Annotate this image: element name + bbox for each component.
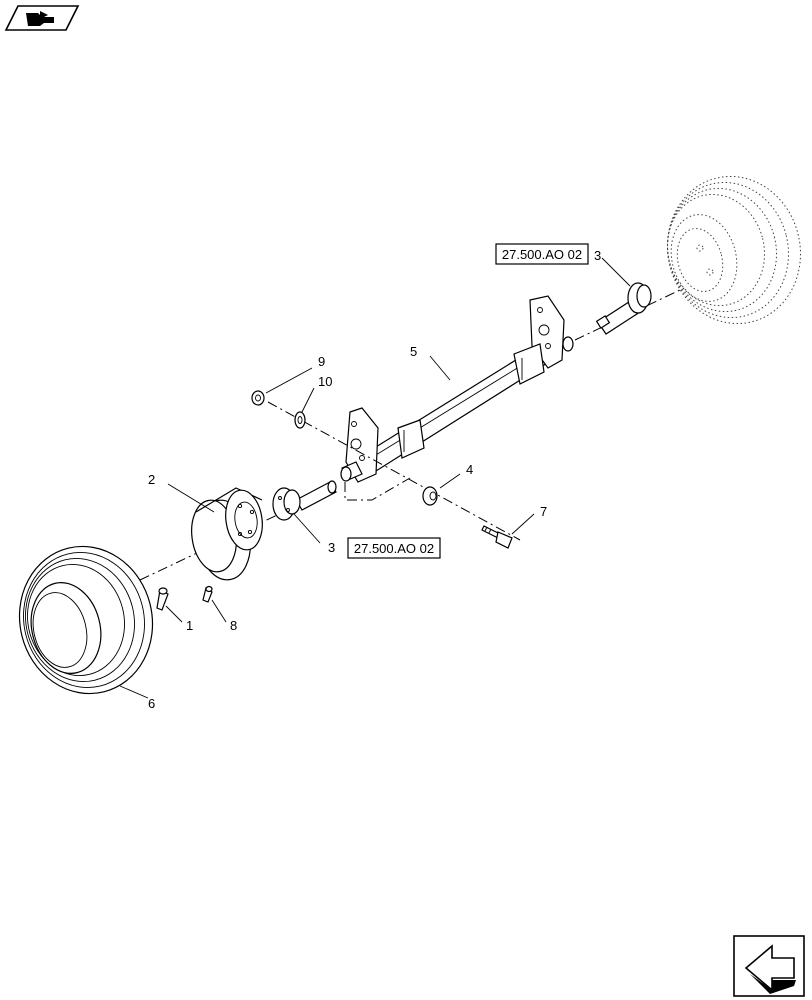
- callout-4: 4: [466, 462, 473, 477]
- callout-8: 8: [230, 618, 237, 633]
- stud-item-1: [156, 587, 169, 611]
- svg-text:27.500.AO 02: 27.500.AO 02: [502, 247, 582, 262]
- callout-3-rear: 3: [594, 248, 601, 263]
- svg-text:27.500.AO 02: 27.500.AO 02: [354, 541, 434, 556]
- callout-5: 5: [410, 344, 417, 359]
- leader-lines: [119, 257, 631, 699]
- callout-1: 1: [186, 618, 193, 633]
- callout-7: 7: [540, 504, 547, 519]
- reference-box-rear[interactable]: 27.500.AO 02: [495, 243, 589, 265]
- book-hand-icon[interactable]: [4, 5, 80, 31]
- next-page-arrow-icon[interactable]: [733, 935, 805, 997]
- callout-9: 9: [318, 354, 325, 369]
- axle-beam: [340, 295, 574, 483]
- callout-6: 6: [148, 696, 155, 711]
- wheel-rim: [191, 487, 263, 581]
- reference-box-front[interactable]: 27.500.AO 02: [347, 537, 441, 559]
- front-tire: [18, 545, 154, 695]
- callout-labels: 2 3 3 5 6 9 10 4 7 1 8: [148, 248, 601, 711]
- callout-3-front: 3: [328, 540, 335, 555]
- nut-item-9: [251, 390, 265, 406]
- valve-item-8: [202, 585, 213, 603]
- front-hub: [272, 480, 337, 521]
- bolt-item-7: [481, 525, 513, 549]
- rear-hub: [595, 282, 652, 335]
- washer-item-10: [294, 411, 306, 429]
- rear-tire: [666, 175, 801, 325]
- callout-2: 2: [148, 472, 155, 487]
- callout-10: 10: [318, 374, 332, 389]
- bushing-item-4: [422, 486, 438, 506]
